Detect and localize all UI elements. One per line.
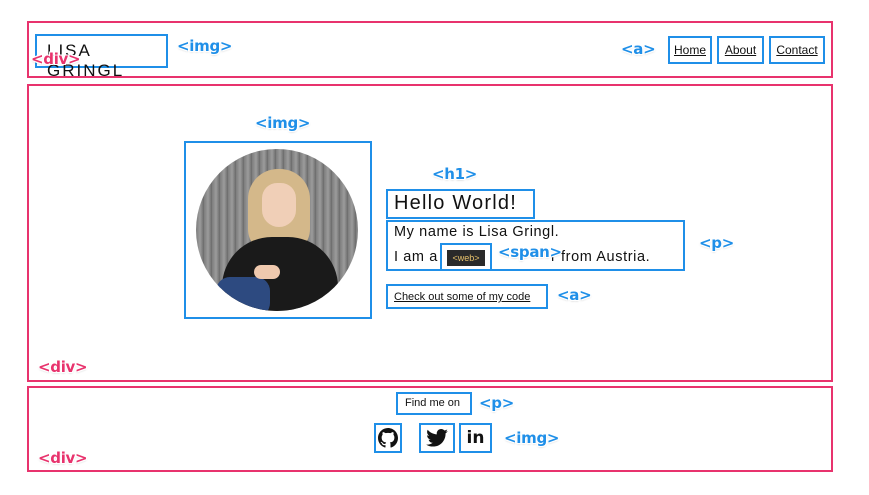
nav-contact-label: Contact [776, 43, 818, 57]
logo-text: LISA GRINGL [47, 41, 125, 80]
nav-home-link[interactable]: Home [668, 36, 712, 64]
github-link[interactable] [374, 423, 402, 453]
profile-image-frame [184, 141, 372, 319]
web-highlight: <web> [447, 250, 485, 266]
intro-paragraph: My name is Lisa Gringl. I am a r from Au… [386, 220, 685, 271]
nav-about-link[interactable]: About [717, 36, 764, 64]
img-annotation-logo: <img> [177, 37, 233, 55]
p-annotation-intro: <p> [699, 234, 734, 252]
photo-hand [254, 265, 280, 279]
nav-about-label: About [724, 43, 757, 57]
div-annotation-footer: <div> [38, 449, 88, 467]
intro-line-2-suffix: r from Austria. [551, 249, 651, 265]
h1-annotation: <h1> [432, 165, 478, 183]
footer-container [27, 386, 833, 472]
photo-jeans [216, 277, 270, 311]
code-link-label: Check out some of my code [394, 291, 531, 303]
div-annotation-main: <div> [38, 358, 88, 376]
highlight-span-box: <web> [440, 243, 492, 271]
header-container [27, 21, 833, 78]
span-annotation: <span> [498, 243, 562, 261]
site-logo[interactable]: LISA GRINGL [35, 34, 168, 80]
img-annotation-profile: <img> [255, 114, 311, 132]
find-me-paragraph: Find me on [396, 392, 472, 415]
github-icon [378, 428, 398, 448]
a-annotation-code: <a> [557, 286, 592, 304]
nav-contact-link[interactable]: Contact [769, 36, 825, 64]
intro-line-2-prefix: I am a [394, 249, 438, 265]
photo-face [262, 183, 296, 227]
heading-box: Hello World! [386, 189, 535, 219]
nav-home-label: Home [673, 43, 706, 57]
linkedin-link[interactable]: in [459, 423, 492, 453]
code-link[interactable]: Check out some of my code [386, 284, 548, 309]
a-annotation-nav: <a> [621, 40, 656, 58]
linkedin-icon: in [466, 427, 485, 448]
img-annotation-social: <img> [504, 429, 560, 447]
hero-heading: Hello World! [394, 192, 517, 214]
profile-photo [196, 149, 358, 311]
div-annotation-header: <div> [31, 50, 81, 68]
twitter-link[interactable] [419, 423, 455, 453]
intro-line-1: My name is Lisa Gringl. [394, 224, 560, 240]
find-me-text: Find me on [405, 397, 461, 409]
twitter-icon [426, 429, 448, 447]
p-annotation-footer: <p> [479, 394, 514, 412]
main-container [27, 84, 833, 382]
